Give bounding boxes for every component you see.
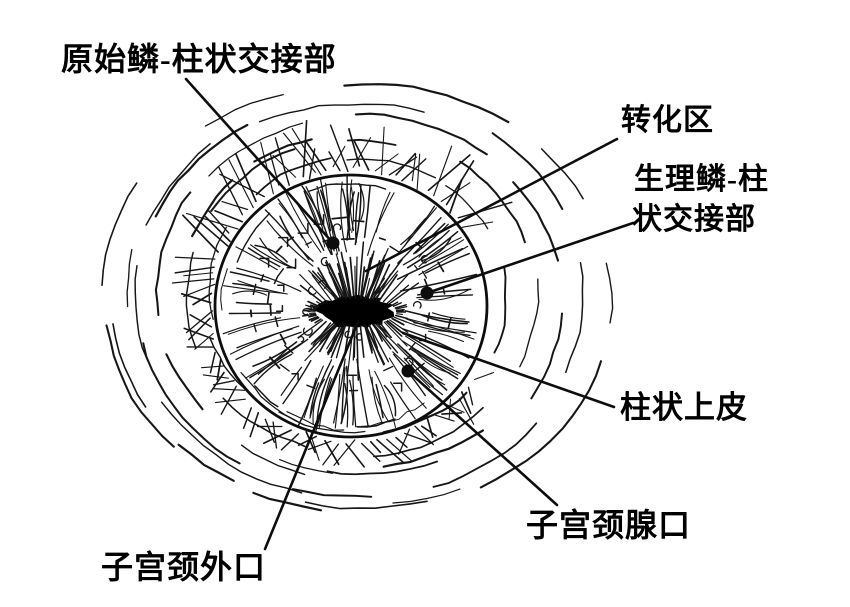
leader-physiologic-scj: [425, 221, 635, 295]
label-original-scj: 原始鳞-柱状交接部: [61, 41, 337, 77]
label-columnar-epithelium: 柱状上皮: [620, 390, 748, 425]
leader-transformation-zone: [364, 137, 619, 273]
dot-original-scj: [326, 236, 340, 250]
label-physiologic-scj-line1: 生理鳞-柱: [634, 163, 769, 196]
sketch-texture: [101, 83, 614, 512]
label-physiologic-scj-line2: 状交接部: [632, 203, 756, 236]
leader-columnar-epithelium: [401, 331, 616, 409]
leader-original-scj: [184, 77, 335, 245]
cervix-outline: [213, 173, 489, 439]
label-gland-opening: 子宫颈腺口: [526, 507, 692, 543]
label-external-os: 子宫颈外口: [101, 549, 267, 585]
label-physiologic-scj: 生理鳞-柱 状交接部: [632, 160, 769, 240]
dot-gland-opening: [401, 364, 415, 378]
label-transformation-zone: 转化区: [621, 104, 714, 137]
leader-gland-opening: [406, 369, 559, 507]
leader-external-os: [263, 320, 360, 551]
dot-physiologic-scj: [420, 286, 434, 300]
